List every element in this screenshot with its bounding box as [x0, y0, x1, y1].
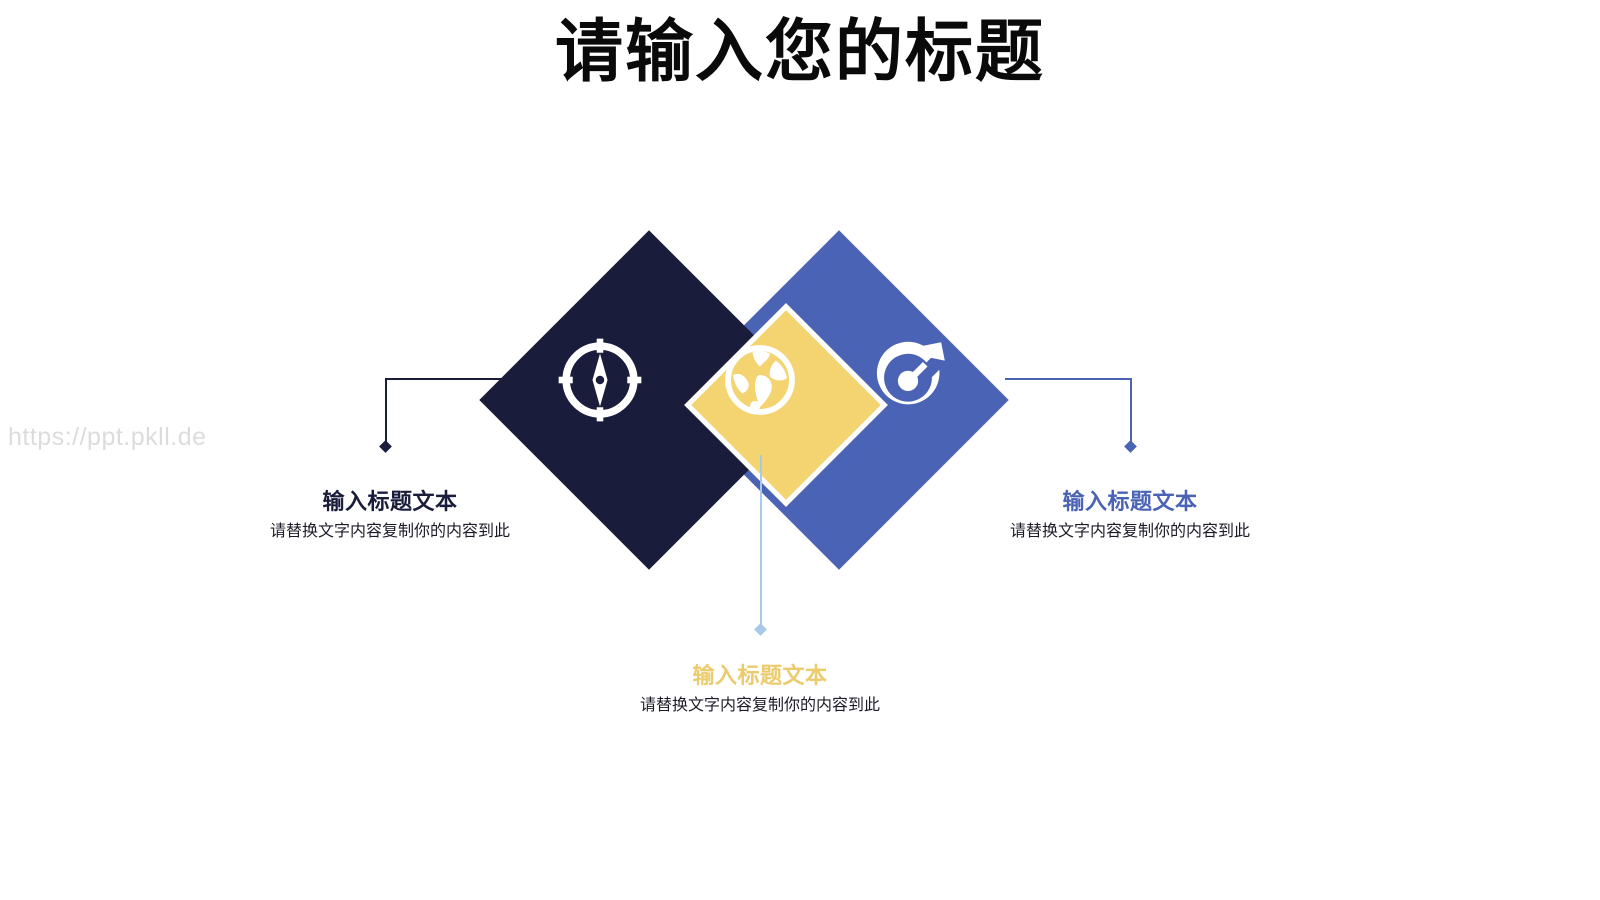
connector-line-center-vertical	[760, 455, 762, 630]
caption-heading-right: 输入标题文本	[1062, 489, 1198, 514]
caption-block-center: 输入标题文本 请替换文字内容复制你的内容到此	[625, 662, 895, 718]
page-title: 请输入您的标题	[554, 14, 1045, 90]
caption-body-right: 请替换文字内容复制你的内容到此	[1009, 522, 1250, 540]
connector-node-left	[379, 440, 392, 453]
caption-block-right: 输入标题文本 请替换文字内容复制你的内容到此	[995, 488, 1265, 544]
caption-body-center: 请替换文字内容复制你的内容到此	[639, 696, 880, 714]
connector-line-right-vertical	[1130, 378, 1132, 446]
compass-icon	[553, 333, 647, 427]
target-icon	[862, 333, 954, 425]
globe-icon	[718, 338, 802, 422]
connector-node-center	[754, 623, 767, 636]
caption-heading-center: 输入标题文本	[692, 663, 828, 688]
caption-block-left: 输入标题文本 请替换文字内容复制你的内容到此	[255, 488, 525, 544]
connector-line-right-horizontal	[1005, 378, 1131, 380]
connector-line-left-horizontal	[385, 378, 510, 380]
connector-node-right	[1124, 440, 1137, 453]
watermark-text: https://ppt.pkll.de	[8, 423, 207, 451]
caption-heading-left: 输入标题文本	[322, 489, 458, 514]
caption-body-left: 请替换文字内容复制你的内容到此	[269, 522, 510, 540]
connector-line-left-vertical	[385, 378, 387, 446]
